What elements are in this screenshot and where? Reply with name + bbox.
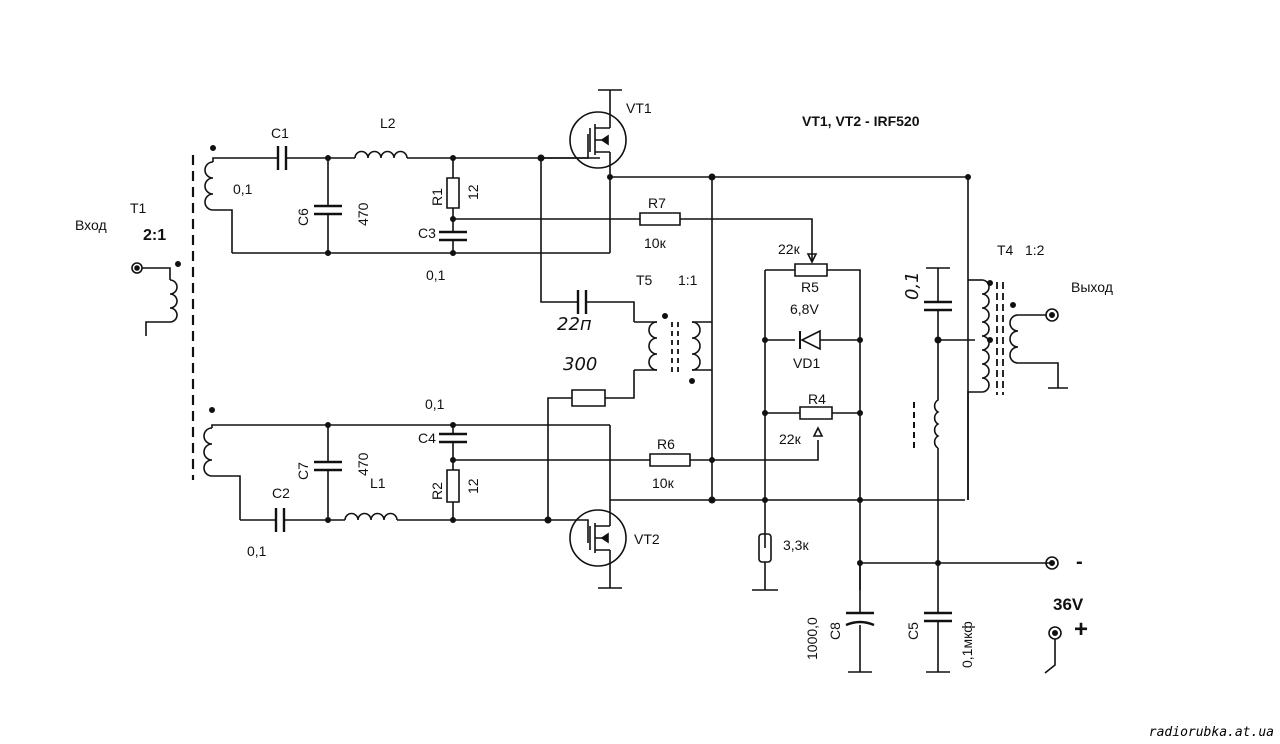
r1-value: 12	[465, 184, 481, 200]
c3-ref: C3	[418, 225, 436, 241]
transformer-t4	[968, 280, 1068, 500]
capacitor-c6	[314, 206, 342, 214]
c2-ref: C2	[272, 485, 290, 501]
transformer-t1	[132, 146, 240, 520]
c5-value: 0,1мкф	[959, 621, 975, 668]
t1-ref: T1	[130, 200, 147, 216]
resistor-r6	[650, 454, 690, 466]
c3-value: 0,1	[426, 267, 446, 283]
vt1-ref: VT1	[626, 100, 652, 116]
transistor-vt1	[541, 90, 626, 253]
r6-ref: R6	[657, 436, 675, 452]
c5-ref: C5	[905, 622, 921, 640]
inductor-l2	[355, 152, 407, 159]
resistor-r7	[640, 213, 680, 225]
capacitor-22p	[578, 290, 586, 314]
c1-value: 0,1	[233, 181, 253, 197]
resistor-300	[572, 390, 605, 406]
minus-sign: -	[1076, 551, 1083, 573]
note-transistor-type: VT1, VT2 - IRF520	[802, 113, 920, 129]
l1-ref: L1	[370, 475, 386, 491]
capacitor-c4	[439, 434, 467, 442]
r6-value: 10к	[652, 475, 674, 491]
diode-vd1	[800, 331, 820, 349]
r7-ref: R7	[648, 195, 666, 211]
supply-voltage: 36V	[1053, 595, 1084, 614]
transistor-vt2	[570, 425, 626, 588]
vt2-ref: VT2	[634, 531, 660, 547]
capacitor-c8	[846, 613, 874, 625]
c6-value: 470	[355, 202, 371, 226]
junction-dots	[325, 154, 971, 566]
r4-ref: R4	[808, 391, 826, 407]
capacitor-c2	[276, 508, 284, 532]
capacitor-c5	[924, 613, 952, 621]
transformer-t5	[634, 314, 712, 383]
t5-ref: T5	[636, 272, 653, 288]
input-label: Вход	[75, 217, 107, 233]
capacitor-c7	[314, 462, 342, 470]
t1-ratio: 2:1	[143, 227, 167, 244]
c7-value: 470	[355, 452, 371, 476]
vd1-value: 6,8V	[790, 301, 819, 317]
terminal-minus	[1046, 557, 1058, 569]
capacitor-c3	[439, 232, 467, 240]
t5-ratio: 1:1	[678, 272, 698, 288]
capacitor-out	[924, 302, 952, 310]
output-label: Выход	[1071, 279, 1113, 295]
r5-ref: R5	[801, 279, 819, 295]
l2-ref: L2	[380, 115, 396, 131]
c6-ref: C6	[295, 208, 311, 226]
t4-ref: T4	[997, 242, 1014, 258]
c4-value: 0,1	[425, 396, 445, 412]
t4-ratio: 1:2	[1025, 242, 1045, 258]
r7-value: 10к	[644, 235, 666, 251]
resistor-r1	[447, 178, 459, 208]
watermark: radiorubka.at.ua	[1148, 725, 1274, 740]
inductor-l1	[345, 514, 397, 521]
c-out-value: 0,1	[902, 271, 923, 300]
r4-wiper-arrow	[814, 428, 822, 436]
resistor-r5	[795, 264, 827, 276]
terminal-plus	[1045, 627, 1061, 673]
capacitor-c1	[278, 146, 286, 170]
r-fb-value: 300	[563, 354, 598, 375]
c2-value: 0,1	[247, 543, 267, 559]
c7-ref: C7	[295, 462, 311, 480]
c8-value: 1000,0	[804, 617, 820, 660]
r-bias-value: 3,3к	[783, 537, 809, 553]
r2-ref: R2	[429, 482, 445, 500]
r4-value: 22к	[779, 431, 801, 447]
c4-ref: C4	[418, 430, 436, 446]
r5-wiper-arrow	[808, 254, 816, 262]
c1-ref: C1	[271, 125, 289, 141]
plus-sign: +	[1074, 616, 1089, 643]
terminal-output	[1046, 309, 1058, 321]
resistor-r2	[447, 470, 459, 502]
r1-ref: R1	[429, 188, 445, 206]
r2-value: 12	[465, 478, 481, 494]
c-fb-value: 22п	[557, 314, 592, 335]
c8-ref: C8	[827, 622, 843, 640]
resistor-r4	[800, 407, 832, 419]
r5-value: 22к	[778, 241, 800, 257]
vd1-ref: VD1	[793, 355, 821, 371]
